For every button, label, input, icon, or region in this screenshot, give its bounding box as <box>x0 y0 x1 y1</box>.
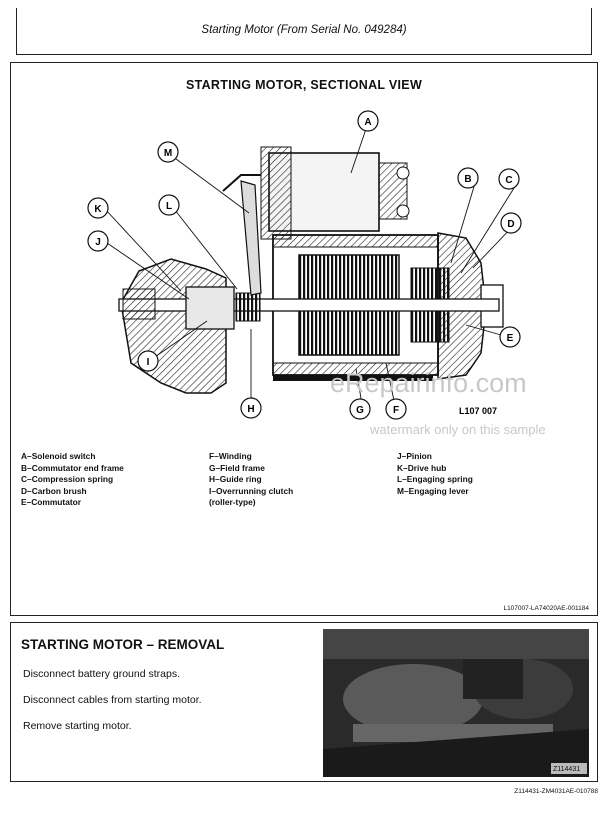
callout-i: I <box>147 357 150 368</box>
removal-step-3: Remove starting motor. <box>23 720 132 732</box>
callout-l: L <box>166 201 172 212</box>
section1-reference: L107007-LA74020AE-001184 <box>503 605 589 612</box>
armature-shaft <box>118 298 500 312</box>
overrunning-clutch <box>185 286 235 330</box>
removal-title: STARTING MOTOR – REMOVAL <box>21 637 225 652</box>
callout-g: G <box>356 405 364 416</box>
section2-reference: Z114431-ZM4031AE-010788 <box>514 788 598 795</box>
header-title: Starting Motor (From Serial No. 049284) <box>201 24 407 36</box>
removal-panel: STARTING MOTOR – REMOVAL Disconnect batt… <box>10 622 598 782</box>
callout-f: F <box>393 405 399 416</box>
legend-column-2: F–Winding G–Field frame H–Guide ring I–O… <box>209 451 294 507</box>
photo-code: Z114431 <box>553 766 580 773</box>
callout-k: K <box>94 204 102 215</box>
removal-photo: Z114431 <box>323 629 589 777</box>
callout-j: J <box>95 237 101 248</box>
callout-e: E <box>507 333 514 344</box>
sectional-view-panel: STARTING MOTOR, SECTIONAL VIEW <box>10 62 598 616</box>
engaging-lever <box>240 180 262 296</box>
callout-h: H <box>247 404 254 415</box>
removal-step-1: Disconnect battery ground straps. <box>23 668 180 680</box>
callout-d: D <box>507 219 514 230</box>
sectional-view-title: STARTING MOTOR, SECTIONAL VIEW <box>185 78 423 92</box>
callout-c: C <box>505 175 512 186</box>
removal-step-2: Disconnect cables from starting motor. <box>23 694 202 706</box>
callout-a: A <box>364 117 371 128</box>
pinion <box>122 288 156 320</box>
legend-column-1: A–Solenoid switch B–Commutator end frame… <box>21 451 124 507</box>
figure-code: L107 007 <box>459 406 497 416</box>
watermark-note: watermark only on this sample <box>370 422 546 437</box>
legend-column-3: J–Pinion K–Drive hub L–Engaging spring M… <box>397 451 473 496</box>
callout-b: B <box>464 174 471 185</box>
starting-motor-diagram: A B C D E F G H I J K L M L107 007 <box>87 110 522 420</box>
watermark-site: eRepairinfo.com <box>330 368 527 398</box>
page-header: Starting Motor (From Serial No. 049284) <box>16 8 592 55</box>
callout-m: M <box>164 148 172 159</box>
